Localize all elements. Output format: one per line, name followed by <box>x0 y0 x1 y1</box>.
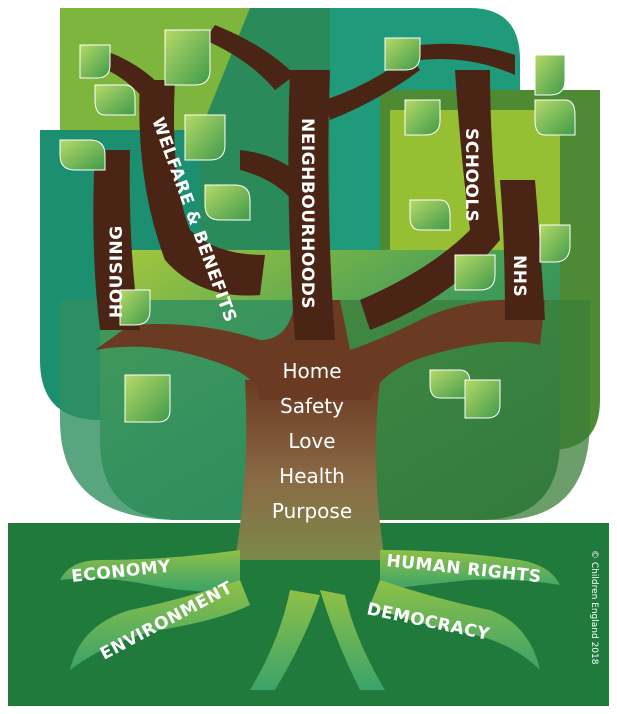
trunk-value-home: Home <box>282 359 341 383</box>
copyright-credit: © Children England 2018 <box>589 550 599 665</box>
branch-label-schools: SCHOOLS <box>461 128 481 222</box>
roots <box>60 550 560 690</box>
branch-label-neighbourhoods: NEIGHBOURHOODS <box>297 118 317 309</box>
leaves <box>59 29 576 423</box>
trunk-value-love: Love <box>288 429 335 453</box>
branch-label-housing: HOUSING <box>107 225 127 318</box>
trunk-value-safety: Safety <box>280 394 344 418</box>
trunk-value-health: Health <box>279 464 345 488</box>
tree-trunk <box>95 299 545 560</box>
branches <box>80 25 545 340</box>
trunk-value-purpose: Purpose <box>272 499 352 523</box>
branch-label-nhs: NHS <box>509 255 529 297</box>
